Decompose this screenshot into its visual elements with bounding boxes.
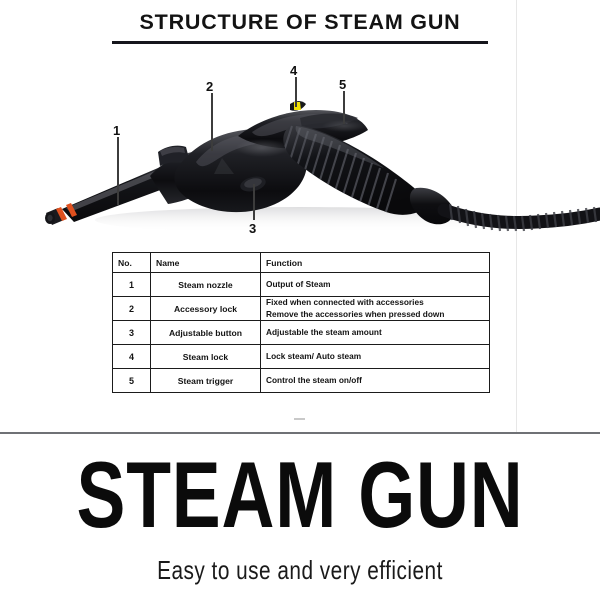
nozzle-accent-rings xyxy=(45,203,77,225)
table-row: 4 Steam lock Lock steam/ Auto steam xyxy=(112,344,490,369)
product-banner: STEAM GUN Easy to use and very efficient xyxy=(0,434,600,600)
callout-number-2: 2 xyxy=(206,79,214,94)
callout-leader-1 xyxy=(117,137,119,205)
table-edge-artifact xyxy=(294,418,305,420)
section-divider xyxy=(0,432,600,434)
table-row: 1 Steam nozzle Output of Steam xyxy=(112,272,490,297)
row-function: Output of Steam xyxy=(260,272,490,297)
callout-number-5: 5 xyxy=(339,77,347,92)
callout-leader-2 xyxy=(211,93,213,151)
specification-table: No. Name Function 1 Steam nozzle Output … xyxy=(112,252,490,393)
banner-title: STEAM GUN xyxy=(76,442,524,547)
function-line: Control the steam on/off xyxy=(266,374,362,385)
column-header-function: Function xyxy=(260,252,490,273)
column-header-name: Name xyxy=(150,252,261,273)
row-name: Steam trigger xyxy=(150,368,261,393)
table-row: 5 Steam trigger Control the steam on/off xyxy=(112,368,490,393)
callout-number-4: 4 xyxy=(290,63,298,78)
panel-right-edge xyxy=(516,0,517,432)
row-function: Lock steam/ Auto steam xyxy=(260,344,490,369)
table-row: 2 Accessory lock Fixed when connected wi… xyxy=(112,296,490,321)
page-title: STRUCTURE OF STEAM GUN xyxy=(139,10,461,34)
steam-lock-nub xyxy=(290,101,306,111)
banner-subtitle: Easy to use and very efficient xyxy=(157,555,443,585)
row-function: Control the steam on/off xyxy=(260,368,490,393)
row-number: 1 xyxy=(112,272,151,297)
row-name: Steam lock xyxy=(150,344,261,369)
steam-hose xyxy=(437,203,600,229)
table-row: 3 Adjustable button Adjustable the steam… xyxy=(112,320,490,345)
row-name: Accessory lock xyxy=(150,296,261,321)
callout-leader-5 xyxy=(343,91,345,124)
row-number: 4 xyxy=(112,344,151,369)
function-line: Adjustable the steam amount xyxy=(266,326,382,337)
row-function: Adjustable the steam amount xyxy=(260,320,490,345)
function-line: Fixed when connected with accessories xyxy=(266,297,424,308)
product-illustration xyxy=(0,52,600,242)
column-header-no: No. xyxy=(112,252,151,273)
function-line: Remove the accessories when pressed down xyxy=(266,308,445,319)
callout-number-1: 1 xyxy=(113,123,121,138)
callout-leader-4 xyxy=(295,77,297,107)
callout-number-3: 3 xyxy=(249,221,257,236)
row-number: 5 xyxy=(112,368,151,393)
row-number: 2 xyxy=(112,296,151,321)
title-underline xyxy=(112,41,488,44)
callout-leader-3 xyxy=(253,184,255,220)
row-name: Steam nozzle xyxy=(150,272,261,297)
function-line: Lock steam/ Auto steam xyxy=(266,350,362,361)
function-line: Output of Steam xyxy=(266,278,331,289)
row-name: Adjustable button xyxy=(150,320,261,345)
row-function: Fixed when connected with accessories Re… xyxy=(260,296,490,321)
hose-coils xyxy=(448,203,598,232)
diagram-panel: STRUCTURE OF STEAM GUN xyxy=(0,0,600,432)
row-number: 3 xyxy=(112,320,151,345)
table-header-row: No. Name Function xyxy=(112,252,490,273)
